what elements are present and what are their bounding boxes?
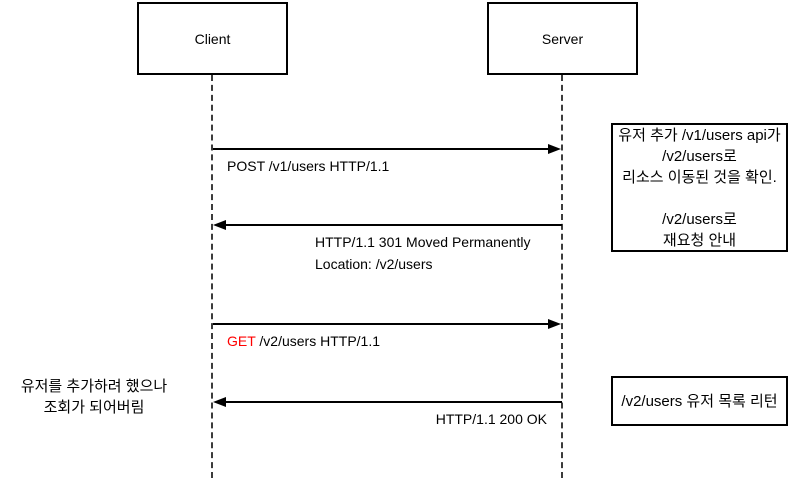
note-migration-line2: /v2/users로 (662, 147, 737, 165)
note-client-side: 유저를 추가하려 했으나 조회가 되어버림 (5, 376, 183, 418)
note-migration-line3: 리소스 이동된 것을 확인. (622, 168, 777, 186)
note-migration: 유저 추가 /v1/users api가 /v2/users로 리소스 이동된 … (611, 123, 788, 252)
arrowhead-left-icon (213, 397, 226, 407)
note-client-side-line2: 조회가 되어버림 (43, 399, 145, 416)
note-migration-line4: /v2/users로 (662, 210, 737, 228)
note-migration-line1: 유저 추가 /v1/users api가 (618, 126, 781, 144)
actor-box-client: Client (137, 2, 288, 75)
actor-label-client: Client (194, 30, 231, 47)
lifeline-client (211, 75, 213, 478)
lifeline-server (561, 75, 563, 478)
message-label-301-line2: Location: /v2/users (315, 256, 433, 272)
note-result: /v2/users 유저 목록 리턴 (611, 376, 788, 426)
actor-box-server: Server (487, 2, 638, 75)
message-label-get-method: GET (227, 333, 256, 349)
message-label-301: HTTP/1.1 301 Moved Permanently Location:… (315, 231, 531, 275)
message-label-301-line1: HTTP/1.1 301 Moved Permanently (315, 234, 531, 250)
note-client-side-line1: 유저를 추가하려 했으나 (20, 378, 168, 395)
note-migration-line5: 재요청 안내 (662, 231, 737, 249)
arrowhead-left-icon (213, 220, 226, 230)
message-label-get: GET /v2/users HTTP/1.1 (227, 330, 380, 352)
message-arrow-200 (225, 401, 562, 403)
message-label-get-rest: /v2/users HTTP/1.1 (255, 333, 381, 349)
message-arrow-301 (225, 224, 562, 226)
actor-label-server: Server (541, 30, 584, 47)
note-result-label: /v2/users 유저 목록 리턴 (621, 392, 778, 410)
message-arrow-get (213, 323, 550, 325)
message-label-200: HTTP/1.1 200 OK (435, 411, 547, 427)
message-label-post: POST /v1/users HTTP/1.1 (227, 158, 390, 174)
arrowhead-right-icon (548, 319, 561, 329)
message-arrow-post (213, 148, 550, 150)
arrowhead-right-icon (548, 144, 561, 154)
